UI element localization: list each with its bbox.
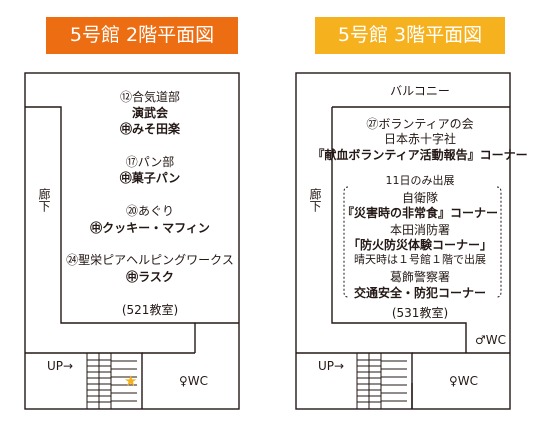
floor3-wc-male-label: ♂WC (475, 333, 507, 347)
floor2-stairs (86, 353, 137, 409)
floor2-event-1a: 演武会 (131, 106, 169, 120)
floor3-police-event: 交通安全・防犯コーナー (353, 286, 487, 300)
floor2-event-4a: ㊥ラスク (126, 270, 174, 284)
floor3-volunteer-2: 日本赤十字社 (383, 132, 457, 146)
floor2-outline (24, 72, 240, 410)
floor3-room-wall (331, 107, 467, 353)
floor2-up-label: UP→ (47, 359, 74, 373)
floor2-event-3a: ㊥クッキー・マフィン (90, 221, 210, 235)
floor3-title: 5号館 3階平面図 (315, 17, 505, 54)
floor3-volunteer-1: ㉗ボランティアの会 (366, 117, 474, 131)
floor3-wc-female-label: ♀WC (449, 374, 479, 388)
floor3-outline (295, 72, 511, 410)
floor3-fire-note: 晴天時は１号館１階で出展 (354, 253, 486, 266)
floor3-up-label: UP→ (318, 359, 345, 373)
floor3-volunteer-event: 『献血ボランティア活動報告』コーナー (312, 148, 528, 162)
floor2-wc-label: ♀WC (179, 374, 209, 388)
floor3-oneday-label: 11日のみ出展 (385, 174, 455, 187)
floor3-stairs (356, 353, 407, 409)
floor3-fire: 本田消防署 (389, 223, 451, 237)
star-icon: ★ (124, 372, 138, 390)
floor3-police: 葛飾警察署 (389, 270, 451, 284)
floor3-balcony-label: バルコニー (390, 84, 450, 98)
floor3-fire-event: 「防火防災体験コーナー」 (347, 238, 493, 252)
floor2-club-1: ⑫合気道部 (119, 90, 181, 104)
floor3-room-label: (531教室) (391, 306, 449, 320)
floor3-corridor-label: 廊下 (308, 188, 322, 212)
floor2-room-wall (25, 106, 239, 324)
floor3-sdf-event: 『災害時の非常食』コーナー (341, 206, 499, 220)
floor2-club-4: ㉔聖栄ピアヘルピングワークス (66, 253, 234, 267)
floor2-event-1b: ㊥みそ田楽 (119, 122, 181, 136)
oneday-bracket (343, 186, 502, 298)
floor2-corridor-label: 廊下 (37, 188, 51, 212)
floor2-title: 5号館 2階平面図 (46, 17, 238, 54)
floor2-club-2: ⑰パン部 (125, 155, 175, 169)
floor2-event-2a: ㊥菓子パン (119, 171, 181, 185)
floor2-club-3: ⑳あぐり (125, 204, 175, 218)
floor2-room-label: (521教室) (121, 303, 179, 317)
floor3-sdf: 自衛隊 (401, 191, 439, 205)
